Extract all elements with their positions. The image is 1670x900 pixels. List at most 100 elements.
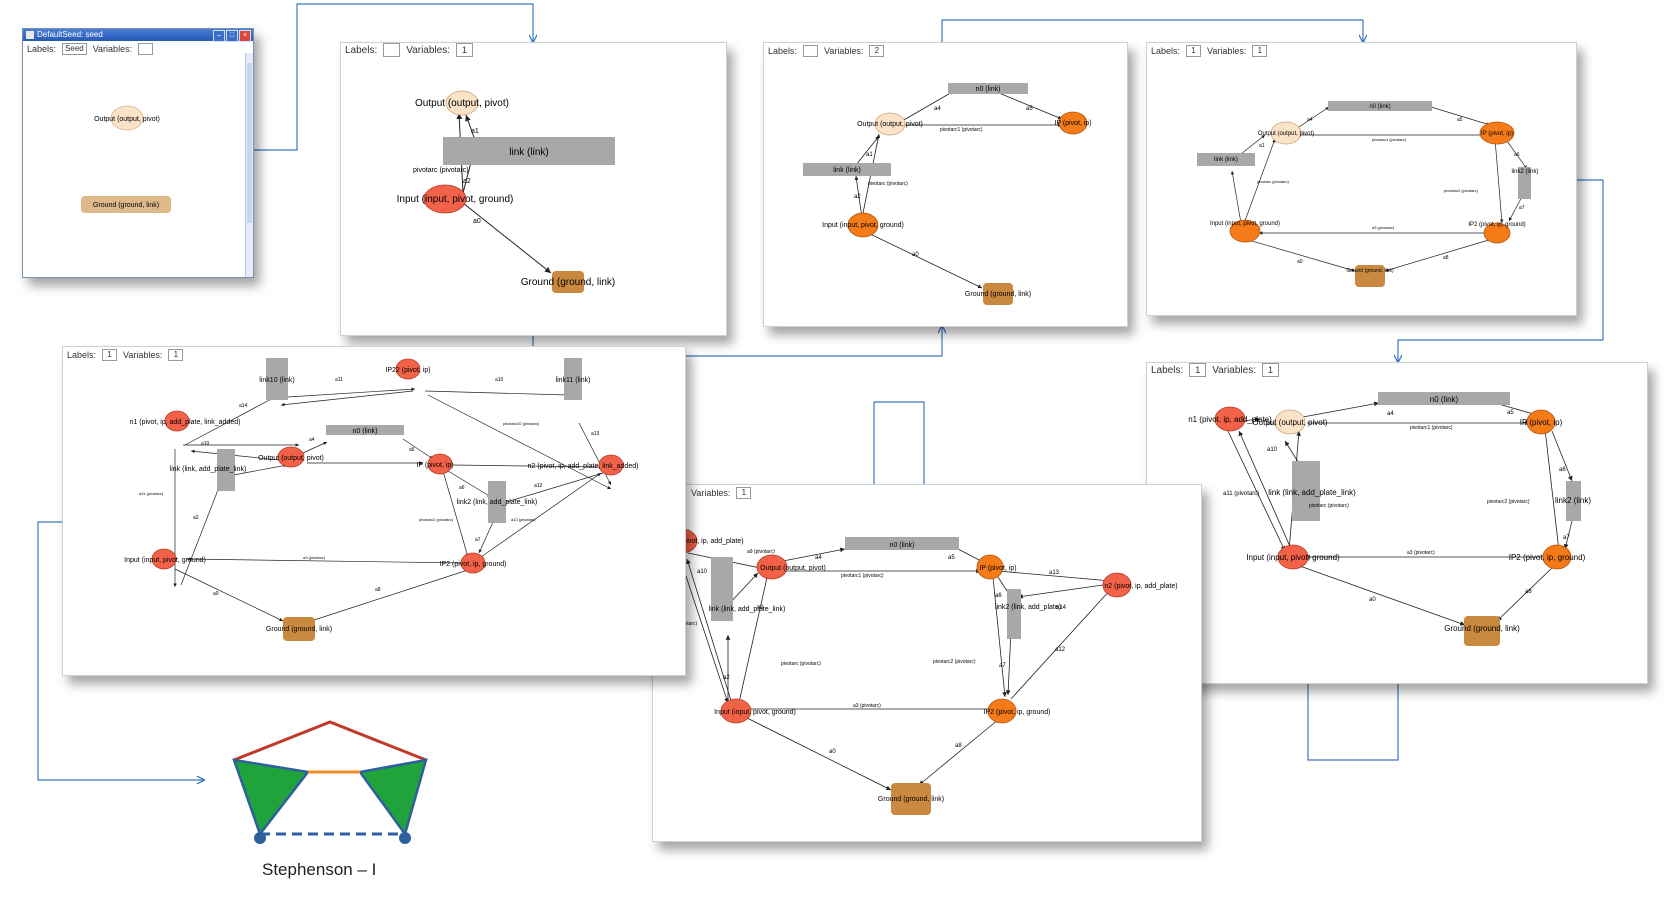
variables-field[interactable]: 1 [455,43,473,57]
labels-field[interactable] [383,43,401,57]
n0-node[interactable] [326,425,404,435]
minimize-button[interactable]: – [213,30,225,42]
input-node-label: Input (input, pivot, ground) [822,222,904,229]
edge-a12-label: a12 [1055,647,1066,653]
n1-node[interactable] [164,410,190,432]
n0-node[interactable] [948,83,1028,94]
close-button[interactable]: × [239,30,251,42]
ip-node-label: IP (pivot, ip) [1481,131,1513,137]
output-node[interactable] [1270,121,1302,145]
edge-a4-label: a4 [1387,411,1394,417]
ip2-node-label: IP2 (pivot, ip, ground) [440,561,507,568]
link2-node[interactable] [1007,589,1021,639]
n1-node-label: n1 (pivot, ip, add_plate) [670,538,743,545]
ip2-node[interactable] [987,698,1017,724]
input-node[interactable] [720,698,752,724]
edge-a5-label: a5 [1457,117,1463,123]
ip-node[interactable] [976,554,1004,580]
edge-a6-label: a6 [1559,467,1566,473]
ip2-node[interactable] [1542,544,1572,570]
input-node[interactable] [1277,544,1309,570]
vertical-scrollbar[interactable] [245,53,253,277]
variables-field[interactable]: 1 [736,487,752,499]
n1-node[interactable] [1214,406,1246,432]
variables-field[interactable]: 2 [869,45,885,57]
ground-node[interactable] [552,271,584,293]
ip2-node[interactable] [1483,222,1511,244]
edge-a10-label: a10 [697,569,708,575]
ground-node[interactable] [1355,265,1385,287]
ground-node-label: Ground (ground, link) [521,277,616,288]
edge-a0-label: a0 [1297,259,1303,265]
link11-node[interactable] [564,358,582,400]
ground-node[interactable] [283,617,315,641]
ground-node[interactable] [983,283,1013,305]
ground-node-label: Ground (ground, link) [965,291,1031,298]
link2-node-label: link2 (link, add_plate_link) [457,499,538,506]
ground-node-label: Ground (ground, link) [1346,268,1394,274]
edge-a7-label: a7 [475,537,481,543]
link2-node[interactable] [488,481,506,523]
pivotarc-label: pivotarc (pivotarc) [868,181,908,187]
link-node[interactable] [443,137,615,165]
ground-node-label: Ground (ground, link) [266,626,332,633]
variables-field[interactable]: 1 [1261,363,1279,377]
maximize-button[interactable]: □ [226,30,238,42]
labels-field[interactable]: 1 [1186,45,1202,57]
variables-field[interactable]: 1 [168,349,184,361]
n0-node[interactable] [1378,392,1510,405]
link-node[interactable] [1197,153,1255,166]
output-node[interactable] [277,446,305,468]
pivotarc1-label: pivotarc1 (pivotarc) [1372,137,1407,142]
ground-node[interactable] [891,783,931,815]
ip-node[interactable] [1526,409,1556,435]
input-node[interactable] [1229,219,1261,243]
link-node-label: link (link, add_plate_link) [709,606,786,613]
input-node[interactable] [423,184,467,214]
output-node[interactable] [1274,409,1306,435]
link10-node[interactable] [266,358,288,400]
ip-node-label: IP (pivot, ip) [1054,120,1091,127]
labels-label: Labels: [1151,46,1181,56]
top-link [233,720,427,762]
ip-node[interactable] [427,453,453,475]
link-node[interactable] [217,449,235,491]
variables-label: Variables: [92,44,133,54]
ground-node[interactable] [1464,616,1500,646]
labels-label: Labels: [768,46,798,56]
pivotarc2-label: pivotarc2 (pivotarc) [1487,499,1530,505]
n2-node[interactable] [1102,572,1132,598]
input-node-label: Input (input, pivot, ground) [124,557,206,564]
ip-node[interactable] [1479,121,1515,145]
n0-node[interactable] [1328,101,1432,111]
link2-node[interactable] [1518,167,1531,199]
ground-node[interactable] [81,196,171,213]
n0-node[interactable] [845,537,959,550]
ip-node[interactable] [1058,111,1088,135]
link2-node-label: link2 (link) [1555,496,1591,505]
link-node[interactable] [1292,461,1320,521]
link-node[interactable] [803,163,891,176]
window-titlebar[interactable]: DefaultSeed: seed – □ × [23,29,253,42]
edge-a7-label: a7 [999,663,1006,669]
link2-node[interactable] [1566,481,1581,521]
output-node[interactable] [110,105,144,131]
edge-a6-label: a6 [459,485,465,491]
variables-field[interactable] [138,43,154,55]
graph-panel-4: Labels: 1 Variables: 1 a4 a5 a1 a6 a7 a0… [1146,42,1577,316]
n2-node[interactable] [598,454,624,476]
input-node[interactable] [847,212,879,238]
link-node[interactable] [711,557,733,621]
labels-field[interactable]: Seed [62,43,87,55]
input-node[interactable] [151,548,177,570]
output-node[interactable] [874,112,906,136]
variables-field[interactable]: 1 [1252,45,1268,57]
labels-field[interactable]: 1 [102,349,118,361]
ip22-node[interactable] [395,358,421,380]
labels-field[interactable] [803,45,819,57]
output-node[interactable] [756,554,788,580]
output-node[interactable] [445,90,479,116]
ip2-node[interactable] [460,552,486,574]
labels-field[interactable]: 1 [1189,363,1207,377]
